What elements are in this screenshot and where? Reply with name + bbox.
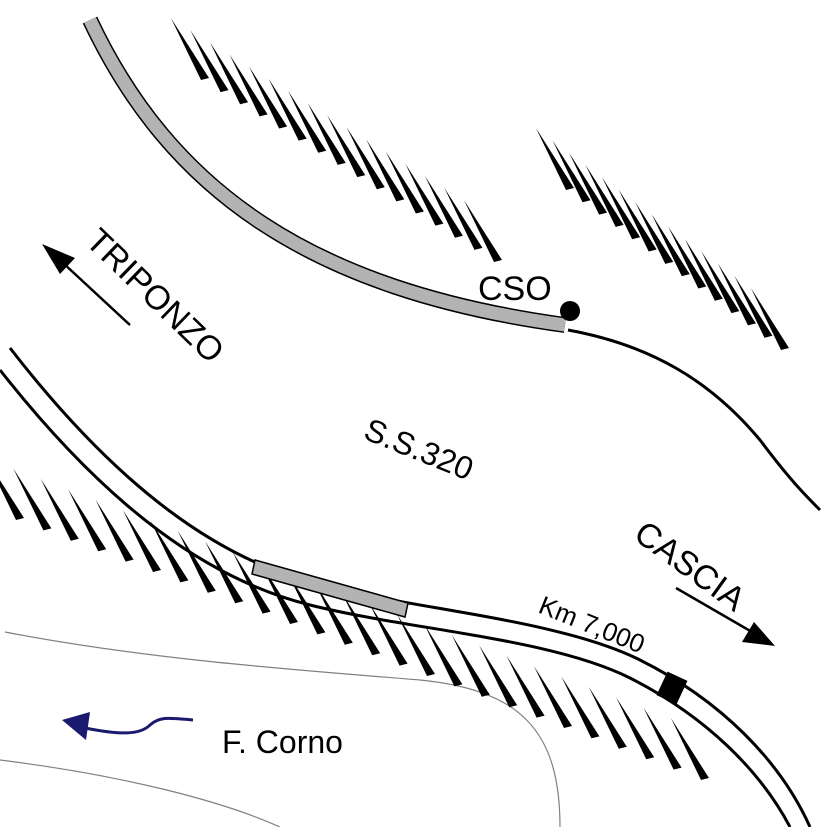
hatch-spike xyxy=(616,697,655,760)
hatch-spike xyxy=(444,187,483,250)
hatch-spike xyxy=(327,115,366,178)
hatch-spike xyxy=(122,510,161,572)
hatch-spike xyxy=(701,251,740,314)
hatch-spike xyxy=(750,288,789,350)
hatch-spike xyxy=(506,655,545,718)
hatch-spike xyxy=(535,128,574,190)
hatch-spike xyxy=(552,140,591,203)
hatch-spike xyxy=(314,582,353,645)
hatch-spike xyxy=(424,624,463,687)
road-inner-edge xyxy=(0,369,792,828)
road-label: S.S.320 xyxy=(359,411,478,487)
hatch-spike xyxy=(229,54,268,117)
river-label: F. Corno xyxy=(222,724,343,760)
hatch-spike xyxy=(533,666,572,728)
hatch-spike xyxy=(150,520,189,583)
hatch-spike xyxy=(268,78,307,141)
upper-road-edge xyxy=(567,328,822,512)
hatch-spike xyxy=(13,468,52,531)
hatch-spike xyxy=(451,634,490,697)
road-outer-edge xyxy=(8,347,812,828)
hatch-spike xyxy=(479,645,518,708)
hatch-spike xyxy=(643,707,682,770)
direction-east-label: CASCIA xyxy=(627,514,752,619)
arrow-east-icon xyxy=(675,586,775,646)
river-bank-south xyxy=(0,759,281,828)
station-label: CSO xyxy=(478,270,552,308)
hatch-spike xyxy=(684,238,723,301)
river-bank-north xyxy=(4,631,561,828)
hatch-spike xyxy=(396,614,435,676)
hatch-spike xyxy=(385,151,424,214)
hatch-spike xyxy=(734,275,773,338)
slope-hatching-top xyxy=(170,18,502,262)
hatch-spike xyxy=(177,530,216,593)
hatch-spike xyxy=(307,102,346,165)
hatch-spike xyxy=(602,177,641,240)
hatch-spike xyxy=(0,480,24,520)
hatch-spike xyxy=(618,189,657,252)
slope-hatching-bottom xyxy=(0,468,709,780)
direction-west-label: TRIPONZO xyxy=(78,221,231,370)
hatch-spike xyxy=(68,489,107,552)
hatch-spike xyxy=(717,263,756,326)
upper-protection-barrier-fill xyxy=(84,17,566,332)
hatch-spike xyxy=(568,152,608,215)
km-marker-icon xyxy=(656,671,688,705)
hatch-spike xyxy=(366,139,405,202)
hatch-spike xyxy=(635,201,674,264)
hatch-spike xyxy=(588,686,627,749)
station-marker-icon xyxy=(560,301,580,321)
hatch-spike xyxy=(209,42,249,105)
hatch-spike xyxy=(561,676,600,739)
hatch-spike xyxy=(342,593,381,656)
hatch-spike xyxy=(670,718,709,780)
river-flow-icon xyxy=(62,712,194,740)
hatch-spike xyxy=(288,90,327,153)
arrow-west-icon xyxy=(42,244,131,326)
hatch-spike xyxy=(651,214,690,277)
hatch-spike xyxy=(346,127,385,190)
hatch-spike xyxy=(170,18,209,80)
hatch-spike xyxy=(585,164,624,227)
lower-protection-barrier xyxy=(251,559,409,618)
hatch-spike xyxy=(463,200,502,262)
hatch-spike xyxy=(232,551,271,614)
slope-hatching-right xyxy=(535,128,789,350)
hatch-spike xyxy=(249,66,288,129)
kilometer-label: Km 7,000 xyxy=(535,590,649,660)
hatch-spike xyxy=(95,499,134,562)
hatch-spike xyxy=(190,30,229,93)
hatch-spike xyxy=(40,478,79,541)
hatch-spike xyxy=(668,226,707,289)
hatch-spike xyxy=(424,175,463,238)
hatch-spike xyxy=(405,163,444,226)
